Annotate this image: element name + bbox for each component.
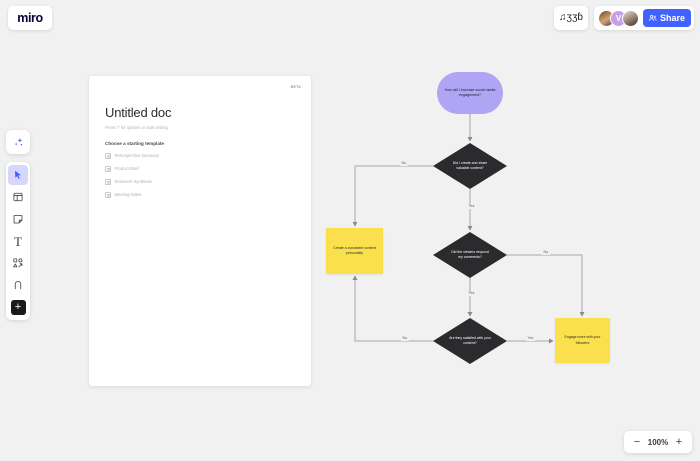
document-card[interactable]: BETA Untitled doc Press '/' for options … — [89, 76, 311, 386]
list-item-label: Research Synthesis — [114, 179, 152, 185]
edge-label-d2-yes: Yes — [467, 291, 476, 296]
avatar[interactable] — [621, 9, 639, 27]
list-item-label: Retrospective Summary — [114, 153, 160, 159]
sticky-note-icon — [13, 215, 23, 224]
doc-template-list: Retrospective Summary Product Brief Rese… — [105, 153, 295, 198]
zoom-in-button[interactable]: + — [675, 435, 683, 448]
flow-node-decision-3-text: Are they satisfied with your content? — [449, 335, 491, 345]
flow-node-decision-2-text: Did the viewers respond my comments? — [451, 249, 489, 259]
tool-text[interactable]: T — [8, 231, 28, 251]
flow-sticky-note-left-text: Create a consistent content personality — [333, 245, 376, 255]
flow-sticky-note-right[interactable]: Engage more with your followers — [555, 318, 610, 363]
list-item[interactable]: Product Brief — [105, 166, 295, 172]
text-icon: T — [14, 233, 22, 249]
flow-node-start[interactable]: How will I increase social media engagem… — [437, 72, 503, 114]
list-item-label: Product Brief — [114, 166, 139, 172]
tool-pen[interactable] — [8, 275, 28, 295]
flow-sticky-note-left[interactable]: Create a consistent content personality — [326, 228, 383, 274]
toolbar-ai-button[interactable] — [6, 130, 30, 154]
shapes-icon — [13, 258, 23, 268]
avatars-and-share-chip: V Share — [593, 6, 694, 30]
edge-label-d1-no: No — [400, 161, 408, 166]
document-template-icon — [105, 153, 111, 159]
collaborator-cursors-chip[interactable]: ♫ʒʒɓ — [554, 6, 588, 30]
plus-more-icon: + — [10, 299, 26, 315]
flow-sticky-note-right-text: Engage more with your followers — [564, 335, 601, 345]
edge-label-d3-no: No — [401, 336, 409, 341]
edge-label-d1-yes: Yes — [467, 204, 476, 209]
zoom-level-label[interactable]: 100% — [647, 437, 669, 447]
list-item[interactable]: Research Synthesis — [105, 179, 295, 185]
doc-title[interactable]: Untitled doc — [105, 105, 172, 120]
list-item-label: Meeting Notes — [114, 192, 142, 198]
miro-logo-button[interactable]: miro — [8, 6, 52, 30]
flow-node-decision-1-text: Did I create and share valuable content? — [452, 160, 488, 170]
share-button[interactable]: Share — [642, 9, 691, 27]
doc-placeholder-hint: Press '/' for options or start writing — [105, 125, 168, 130]
edge-label-d2-no: No — [542, 250, 550, 255]
tool-sticky-note[interactable] — [8, 209, 28, 229]
cursor-select-icon — [15, 170, 21, 179]
templates-frame-icon — [13, 192, 23, 202]
left-toolbar: T + — [6, 162, 30, 320]
miro-logo-text: miro — [17, 11, 43, 25]
edge-label-d3-yes: Yes — [526, 336, 535, 341]
list-item[interactable]: Retrospective Summary — [105, 153, 295, 159]
collaborator-cursors-glyph: ♫ʒʒɓ — [559, 12, 583, 23]
avatar-stack[interactable]: V — [597, 9, 639, 27]
zoom-out-button[interactable]: − — [633, 435, 641, 448]
tool-cursor-select[interactable] — [8, 165, 28, 185]
flowchart-connectors — [352, 114, 585, 344]
document-template-icon — [105, 166, 111, 172]
pen-icon — [14, 281, 22, 290]
share-people-icon — [649, 14, 657, 21]
tool-more-apps[interactable]: + — [8, 297, 28, 317]
flow-node-start-text: How will I increase social media engagem… — [444, 87, 496, 97]
tool-templates-frame[interactable] — [8, 187, 28, 207]
tool-shapes[interactable] — [8, 253, 28, 273]
zoom-controls: − 100% + — [624, 431, 692, 453]
share-button-label: Share — [659, 13, 685, 23]
flowchart: How will I increase social media engagem… — [320, 60, 620, 390]
doc-beta-badge: BETA — [290, 85, 301, 89]
topbar-right-cluster: ♫ʒʒɓ V Share — [554, 6, 694, 30]
document-template-icon — [105, 192, 111, 198]
doc-template-subheading: Choose a starting template — [105, 141, 164, 146]
ai-sparkle-icon — [14, 137, 22, 146]
list-item[interactable]: Meeting Notes — [105, 192, 295, 198]
document-template-icon — [105, 179, 111, 185]
